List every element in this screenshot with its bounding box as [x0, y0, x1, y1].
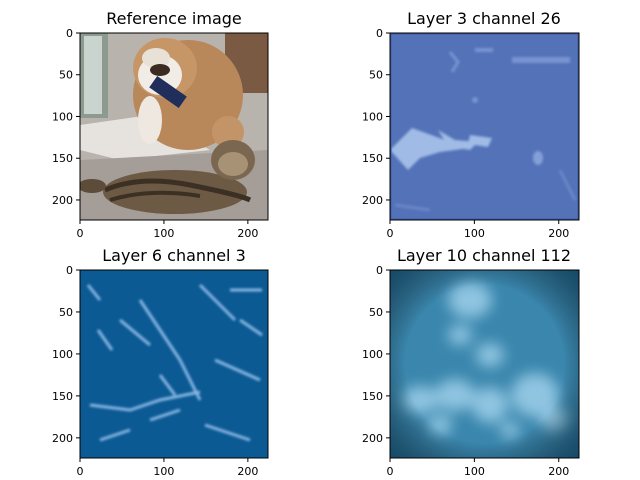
- y-tick-label: 200: [362, 432, 383, 445]
- axes-2: 0 100 200 0 50 100 150 200: [52, 264, 269, 478]
- y-tick-label: 0: [376, 264, 383, 277]
- y-tick-label: 50: [59, 306, 73, 319]
- x-tick-label: 100: [153, 465, 174, 478]
- y-tick-label: 150: [52, 390, 73, 403]
- panel-layer-6-channel-3: Layer 6 channel 3: [80, 246, 268, 458]
- panel-title: Layer 6 channel 3: [102, 246, 246, 265]
- y-tick-label: 100: [362, 348, 383, 361]
- feature-map-layer3: [390, 33, 579, 220]
- x-tick-label: 200: [237, 227, 258, 240]
- y-tick-label: 150: [362, 152, 383, 165]
- y-tick-label: 200: [52, 432, 73, 445]
- axes-frame: [79, 269, 269, 459]
- feature-map-layer6: [80, 270, 268, 458]
- panel-title: Reference image: [106, 9, 242, 28]
- axes-0: 0 100 200 0 50 100 150 200: [52, 27, 269, 240]
- feature-map-layer10: [390, 270, 579, 458]
- reference-photo: [80, 33, 268, 220]
- y-tick-label: 100: [52, 348, 73, 361]
- panel-title: Layer 10 channel 112: [397, 246, 571, 265]
- panel-title: Layer 3 channel 26: [407, 9, 561, 28]
- panel-reference-image: Reference image: [80, 9, 268, 220]
- axes-3: 0 100 200 0 50 100 150 200: [362, 264, 580, 478]
- x-tick-label: 100: [153, 227, 174, 240]
- y-tick-label: 50: [59, 69, 73, 82]
- y-tick-label: 0: [66, 27, 73, 40]
- y-tick-label: 0: [376, 27, 383, 40]
- y-tick-label: 50: [369, 306, 383, 319]
- y-tick-label: 50: [369, 69, 383, 82]
- y-tick-label: 100: [362, 110, 383, 123]
- axes-layer: 0 100 200 0 50 100 150 200 0 100 200 0 50 100 150 200 0 1…: [52, 27, 580, 478]
- x-tick-label: 200: [548, 227, 569, 240]
- x-tick-label: 200: [548, 465, 569, 478]
- x-tick-label: 100: [464, 465, 485, 478]
- x-tick-label: 0: [387, 465, 394, 478]
- y-tick-label: 0: [66, 264, 73, 277]
- axes-frame: [79, 32, 269, 221]
- axes-1: 0 100 200 0 50 100 150 200: [362, 27, 580, 240]
- y-tick-label: 150: [362, 390, 383, 403]
- panel-layer-3-channel-26: Layer 3 channel 26: [390, 9, 579, 220]
- y-tick-label: 150: [52, 152, 73, 165]
- x-tick-label: 0: [387, 227, 394, 240]
- y-tick-label: 200: [362, 194, 383, 207]
- x-tick-label: 0: [77, 227, 84, 240]
- panel-layer-10-channel-112: Layer 10 channel 112: [390, 246, 579, 458]
- y-tick-label: 100: [52, 110, 73, 123]
- x-tick-label: 200: [237, 465, 258, 478]
- y-tick-label: 200: [52, 194, 73, 207]
- axes-frame: [389, 32, 580, 221]
- x-tick-label: 100: [464, 227, 485, 240]
- axes-frame: [389, 269, 580, 459]
- x-tick-label: 0: [77, 465, 84, 478]
